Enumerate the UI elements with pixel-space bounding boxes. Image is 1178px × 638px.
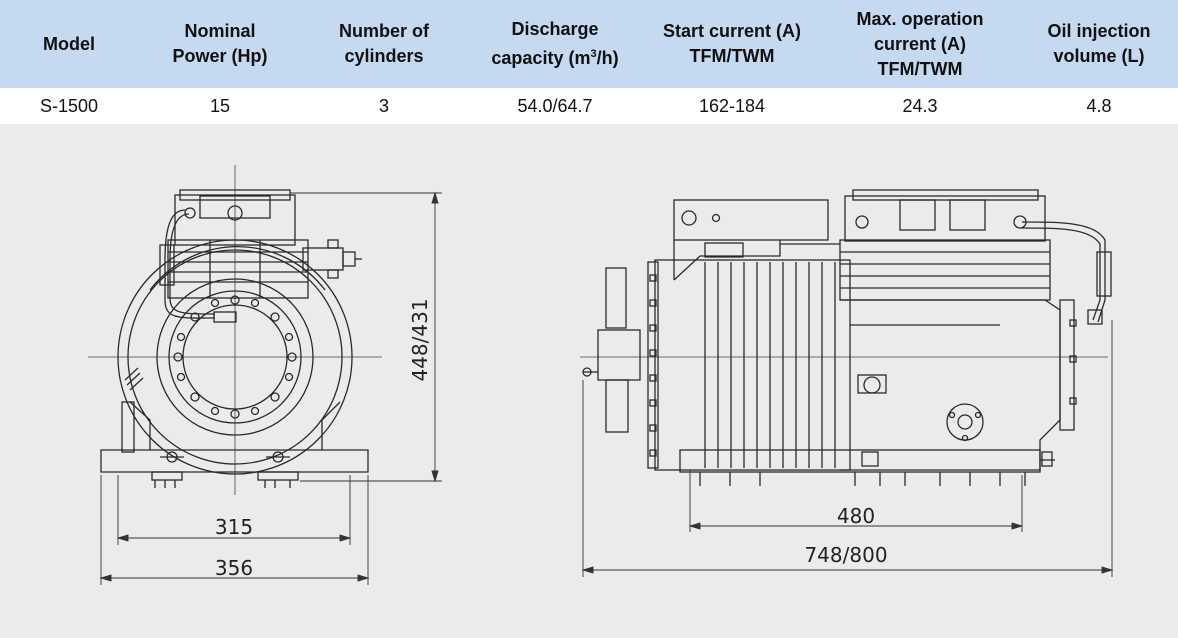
side-base xyxy=(679,449,1055,486)
header-line-2-suffix: /h) xyxy=(596,48,619,68)
front-cylinder-head xyxy=(159,189,362,323)
header-line-2: capacity (m xyxy=(491,48,591,68)
header-superscript: 3 xyxy=(590,48,597,60)
front-view xyxy=(88,165,442,585)
cell-cylinders: 3 xyxy=(302,88,466,124)
header-max-operation-current: Max. operation current (A) TFM/TWM xyxy=(820,0,1020,88)
dim-front-outer-width: 356 xyxy=(215,556,253,580)
front-flange-outer xyxy=(156,278,314,436)
header-cylinders: Number of cylinders xyxy=(302,0,466,88)
dim-front-inner-width: 315 xyxy=(215,515,253,539)
cell-model: S-1500 xyxy=(0,88,138,124)
dim-side-overall-length: 748/800 xyxy=(804,543,887,567)
header-line-1: Nominal xyxy=(184,21,256,41)
front-dimensions xyxy=(99,191,442,585)
side-dimensions xyxy=(581,320,1114,577)
spec-table: Model Nominal Power (Hp) Number of cylin… xyxy=(0,0,1178,124)
header-line-1: Oil injection xyxy=(1047,21,1151,41)
header-line-2: Power (Hp) xyxy=(172,46,268,66)
flange-bolt-holes xyxy=(173,295,297,419)
header-line-1: Max. operation xyxy=(856,8,984,29)
side-view xyxy=(580,189,1114,577)
header-oil-injection: Oil injection volume (L) xyxy=(1020,0,1178,88)
header-discharge-capacity: Discharge capacity (m3/h) xyxy=(466,0,644,88)
header-nominal-power: Nominal Power (Hp) xyxy=(138,0,302,88)
header-model-text: Model xyxy=(43,33,95,54)
side-motor-fins xyxy=(582,259,851,471)
header-line-1: Number of xyxy=(339,21,429,41)
side-crankcase xyxy=(840,299,1077,471)
header-line-1: Discharge xyxy=(511,19,599,39)
cell-discharge-capacity: 54.0/64.7 xyxy=(466,88,644,124)
table-row: S-1500 15 3 54.0/64.7 162-184 24.3 4.8 xyxy=(0,88,1178,124)
header-line-2: current (A) xyxy=(873,33,966,54)
dim-front-height: 448/431 xyxy=(408,298,432,381)
compressor-drawing: 315 356 448/431 480 748/800 xyxy=(88,165,1114,585)
side-cylinder-head xyxy=(780,189,1112,325)
technical-drawing-area: 315 356 448/431 480 748/800 xyxy=(0,124,1178,638)
header-line-2: volume (L) xyxy=(1053,46,1145,66)
front-flange-inner xyxy=(182,304,288,410)
cell-oil-injection: 4.8 xyxy=(1020,88,1178,124)
side-terminal-box xyxy=(673,199,829,281)
header-line-2: cylinders xyxy=(344,46,424,66)
header-line-1: Start current (A) xyxy=(662,21,801,41)
cell-start-current: 162-184 xyxy=(644,88,820,124)
header-line-3: TFM/TWM xyxy=(877,58,963,79)
cell-nominal-power: 15 xyxy=(138,88,302,124)
front-base xyxy=(100,367,369,488)
table-header-row: Model Nominal Power (Hp) Number of cylin… xyxy=(0,0,1178,88)
header-start-current: Start current (A) TFM/TWM xyxy=(644,0,820,88)
cell-max-operation-current: 24.3 xyxy=(820,88,1020,124)
header-model: Model xyxy=(0,0,138,88)
header-line-2: TFM/TWM xyxy=(689,46,775,66)
dim-side-base-length: 480 xyxy=(837,504,875,528)
